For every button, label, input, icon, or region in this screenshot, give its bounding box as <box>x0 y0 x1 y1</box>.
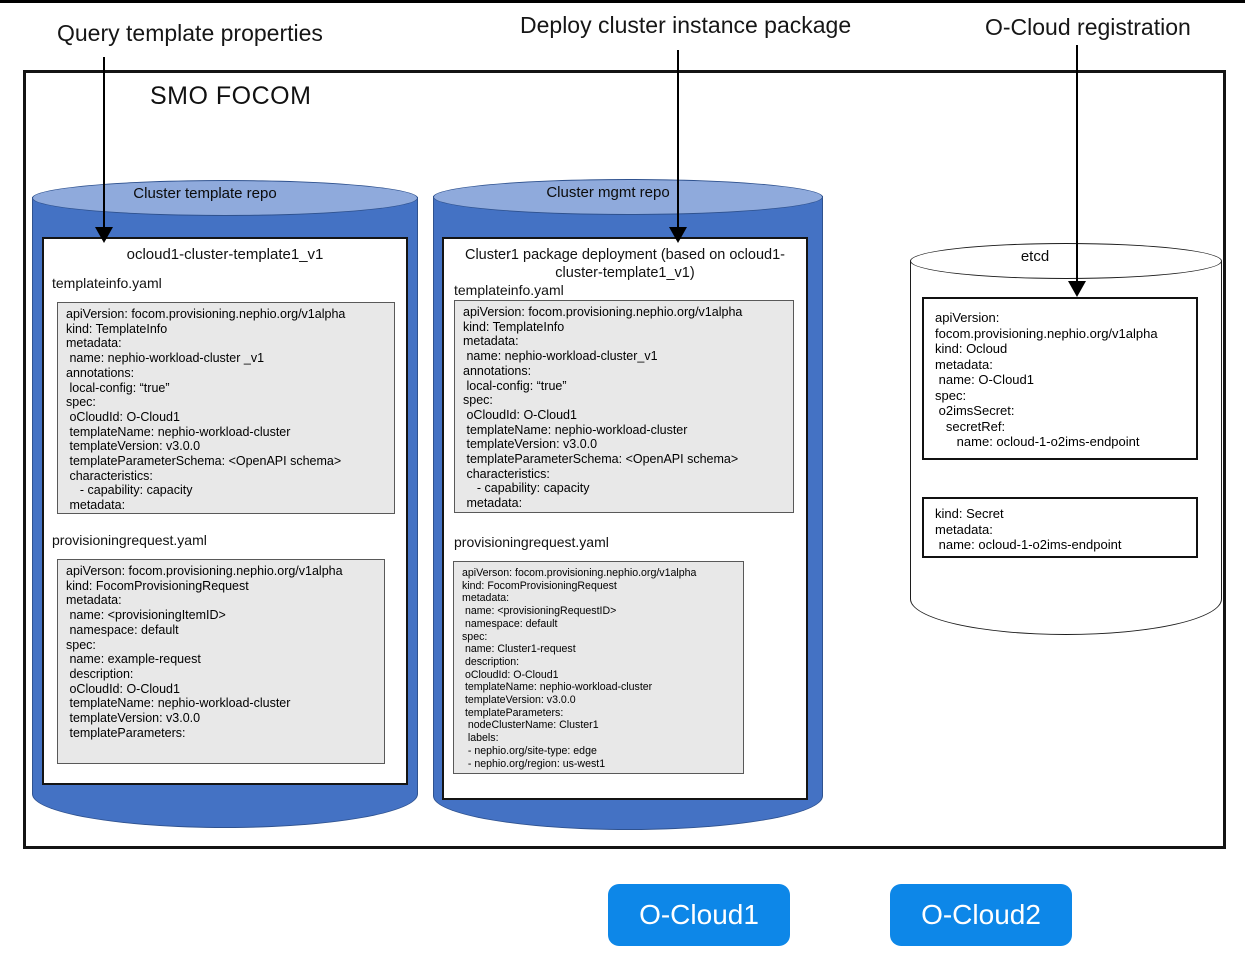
cluster1-deployment-box: Cluster1 package deployment (based on oc… <box>442 237 808 800</box>
cylinder-top-ellipse <box>32 180 418 216</box>
provisioningrequest-yaml-panel: apiVerson: focom.provisioning.nephio.org… <box>57 559 385 764</box>
templateinfo-yaml-content: apiVersion: focom.provisioning.nephio.or… <box>66 307 346 513</box>
templateinfo-file-label: templateinfo.yaml <box>454 282 564 298</box>
provisioningrequest-file-label: provisioningrequest.yaml <box>52 532 207 548</box>
templateinfo-file-label: templateinfo.yaml <box>52 275 162 291</box>
template-package-box: ocloud1-cluster-template1_v1 templateinf… <box>42 237 408 785</box>
cluster-template-repo-label: Cluster template repo <box>133 185 277 202</box>
etcd-cylinder: etcd apiVersion: focom.provisioning.neph… <box>910 243 1222 635</box>
label-query-template-properties: Query template properties <box>57 20 323 46</box>
ocloud-resource-box: apiVersion: focom.provisioning.nephio.or… <box>922 297 1198 460</box>
register-arrow-head <box>1068 281 1086 297</box>
cluster-mgmt-repo-label: Cluster mgmt repo <box>546 184 670 201</box>
cylinder-top-ellipse <box>910 243 1222 279</box>
provisioningrequest-yaml-panel: apiVerson: focom.provisioning.nephio.org… <box>453 561 744 774</box>
ocloud2-button[interactable]: O-Cloud2 <box>890 884 1072 946</box>
provisioningrequest-file-label: provisioningrequest.yaml <box>454 534 609 550</box>
query-arrow-line <box>103 57 105 228</box>
query-arrow-head <box>95 227 113 243</box>
template-package-title: ocloud1-cluster-template1_v1 <box>126 246 324 263</box>
templateinfo-yaml-panel: apiVersion: focom.provisioning.nephio.or… <box>57 302 395 514</box>
smo-focom-title: SMO FOCOM <box>150 82 312 110</box>
secret-resource-yaml: kind: Secret metadata: name: ocloud-1-o2… <box>935 506 1122 552</box>
templateinfo-yaml-panel: apiVersion: focom.provisioning.nephio.or… <box>454 300 794 513</box>
provisioningrequest-yaml-content: apiVerson: focom.provisioning.nephio.org… <box>462 567 697 770</box>
deploy-arrow-line <box>677 50 679 228</box>
deploy-arrow-head <box>669 227 687 243</box>
cylinder-top-ellipse <box>433 179 823 215</box>
secret-resource-box: kind: Secret metadata: name: ocloud-1-o2… <box>922 497 1198 558</box>
label-ocloud-registration: O-Cloud registration <box>985 14 1191 40</box>
ocloud1-button[interactable]: O-Cloud1 <box>608 884 790 946</box>
label-deploy-cluster-instance-package: Deploy cluster instance package <box>520 12 852 38</box>
etcd-label: etcd <box>1020 248 1050 265</box>
screen-top-edge <box>0 0 1245 3</box>
provisioningrequest-yaml-content: apiVerson: focom.provisioning.nephio.org… <box>66 564 343 740</box>
ocloud-resource-yaml: apiVersion: focom.provisioning.nephio.or… <box>935 310 1158 449</box>
cluster1-deployment-title: Cluster1 package deployment (based on oc… <box>464 247 785 281</box>
register-arrow-line <box>1076 45 1078 282</box>
templateinfo-yaml-content: apiVersion: focom.provisioning.nephio.or… <box>463 305 743 511</box>
